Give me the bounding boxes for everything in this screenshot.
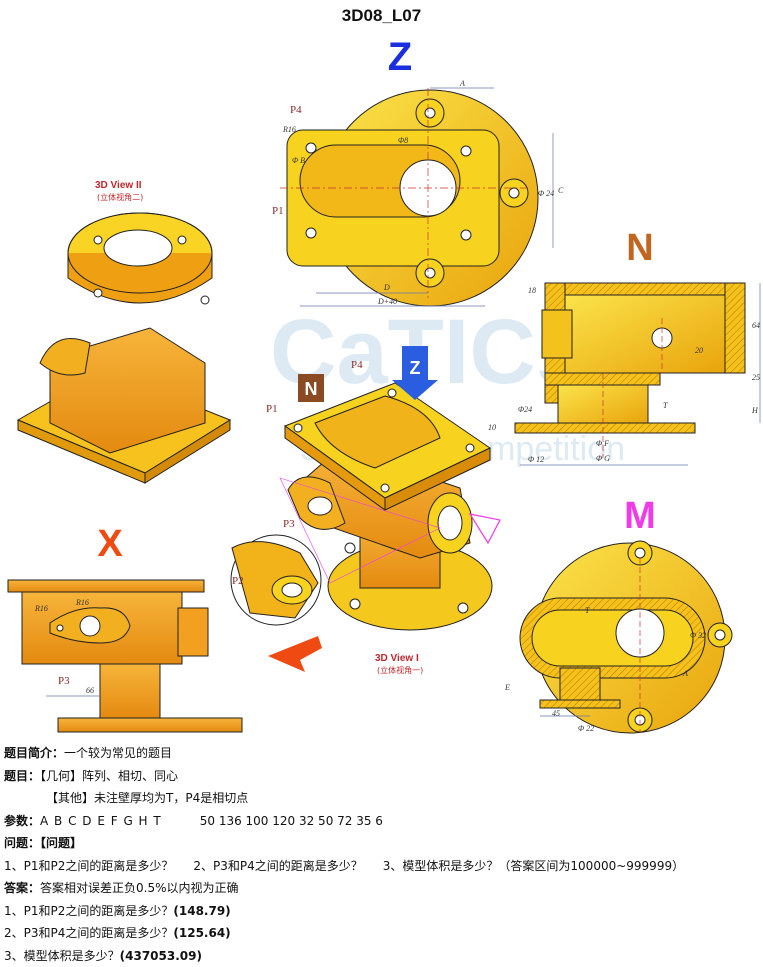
dim-r16-x: R16 xyxy=(34,604,48,613)
answer-note-row: 答案：答案相对误差正负0.5%以内视为正确 xyxy=(4,877,759,900)
dim-a-top: A xyxy=(459,79,465,88)
document-title: 3D08_L07 xyxy=(0,6,763,26)
view1-title: 3D View I xyxy=(375,653,419,664)
dim-phi32-m: Φ 32 xyxy=(690,631,706,640)
point-p3-x: P3 xyxy=(58,675,70,687)
n-direction-letter: N xyxy=(305,379,318,399)
dim-18-n: 18 xyxy=(528,286,536,295)
point-p1-top: P1 xyxy=(272,205,284,217)
dim-25-n: 25 xyxy=(752,373,760,382)
answer-question-2: 2、P3和P4之间的距离是多少？ xyxy=(4,926,173,940)
dim-d-top: D xyxy=(383,283,390,292)
m-direction-arrow xyxy=(470,514,500,543)
dim-a-m: A xyxy=(682,669,688,678)
question-header-row: 问题：【问题】 xyxy=(4,832,759,855)
dim-phi8-top: Φ8 xyxy=(398,136,408,145)
side-view-x xyxy=(8,580,242,732)
dim-e-m: E xyxy=(504,683,510,692)
view-label-x: X xyxy=(97,523,123,565)
params-values: 50 136 100 120 32 50 72 35 6 xyxy=(200,814,383,828)
view-label-z: Z xyxy=(388,35,412,79)
dim-r16-top: R16 xyxy=(282,125,296,134)
view-label-n: N xyxy=(626,227,653,269)
dim-20-n: 20 xyxy=(695,346,703,355)
dim-64-n: 64 xyxy=(752,321,760,330)
detail-p2 xyxy=(231,535,321,625)
intro-text: 一个较为常见的题目 xyxy=(64,746,172,760)
params-names: A B C D E F G H T xyxy=(40,814,162,828)
dim-t-n: T xyxy=(663,401,668,410)
model-3d-view-ii xyxy=(18,213,230,483)
view1-subtitle: (立体视角一) xyxy=(377,665,423,675)
dim-phi24-top: Φ 24 xyxy=(538,189,554,198)
point-p3-3d: P3 xyxy=(283,518,295,530)
dim-phib-top: Φ B xyxy=(292,156,305,165)
point-p4-3d: P4 xyxy=(351,359,363,371)
dim-d40-top: D+40 xyxy=(377,297,397,306)
answer-note-text: 答案相对误差正负0.5%以内视为正确 xyxy=(40,881,239,895)
point-p4-top: P4 xyxy=(290,104,302,116)
topic-row: 题目：【几何】阵列、相切、同心 xyxy=(4,765,759,788)
answer-question-3: 3、模型体积是多少？ xyxy=(4,949,120,963)
topic-line1: 【几何】阵列、相切、同心 xyxy=(40,769,178,783)
topic-line2: 【其他】未注壁厚均为T，P4是相切点 xyxy=(46,791,248,805)
answer-row-1: 1、P1和P2之间的距离是多少？(148.79) xyxy=(4,900,759,923)
question-3: 3、模型体积是多少？（答案区间为100000~999999） xyxy=(383,859,684,873)
view-label-m: M xyxy=(624,495,656,537)
dim-t-m: T xyxy=(585,606,590,615)
point-p2-detail: P2 xyxy=(232,575,244,587)
dim-phif-n: Φ F xyxy=(596,439,609,448)
z-direction-letter: Z xyxy=(410,358,421,378)
answer-value-3: (437053.09) xyxy=(120,949,202,963)
answer-question-1: 1、P1和P2之间的距离是多少？ xyxy=(4,904,173,918)
dim-r16-x2: R16 xyxy=(75,598,89,607)
question-label: 问题： xyxy=(4,836,40,850)
question-1: 1、P1和P2之间的距离是多少？ xyxy=(4,859,173,873)
problem-text: 题目简介：一个较为常见的题目 题目：【几何】阵列、相切、同心 【其他】未注壁厚均… xyxy=(4,742,759,967)
view2-title: 3D View II xyxy=(95,180,142,191)
question-header-text: 【问题】 xyxy=(40,836,82,850)
dim-phi24b-n: Φ24 xyxy=(518,405,532,414)
dim-phi22-m: Φ 22 xyxy=(578,724,594,733)
dim-h-n: H xyxy=(751,406,759,415)
top-view-z xyxy=(280,88,553,306)
dim-45-m: 45 xyxy=(552,709,560,718)
engineering-drawing: CaTICs 3D digital competition Z A C Φ 24… xyxy=(0,28,763,740)
dim-phig-n: Φ G xyxy=(596,454,610,463)
params-label: 参数： xyxy=(4,814,40,828)
question-2: 2、P3和P4之间的距离是多少？ xyxy=(193,859,362,873)
dim-c-top: C xyxy=(558,186,564,195)
answer-row-2: 2、P3和P4之间的距离是多少？(125.64) xyxy=(4,922,759,945)
view2-subtitle: (立体视角二) xyxy=(97,192,143,202)
topic-label: 题目： xyxy=(4,769,40,783)
dim-phi12-n: Φ 12 xyxy=(528,455,544,464)
dim-10-n: 10 xyxy=(488,423,496,432)
answer-value-2: (125.64) xyxy=(173,926,230,940)
point-p1-3d: P1 xyxy=(266,403,278,415)
params-row: 参数：A B C D E F G H T 50 136 100 120 32 50… xyxy=(4,810,759,833)
x-direction-arrow xyxy=(268,636,322,672)
dim-66-x: 66 xyxy=(86,686,94,695)
answer-label: 答案： xyxy=(4,881,40,895)
questions-row: 1、P1和P2之间的距离是多少？ 2、P3和P4之间的距离是多少？ 3、模型体积是多… xyxy=(4,855,759,878)
answer-value-1: (148.79) xyxy=(173,904,230,918)
topic-row-2: 【其他】未注壁厚均为T，P4是相切点 xyxy=(4,787,759,810)
intro-label: 题目简介： xyxy=(4,746,64,760)
intro-row: 题目简介：一个较为常见的题目 xyxy=(4,742,759,765)
